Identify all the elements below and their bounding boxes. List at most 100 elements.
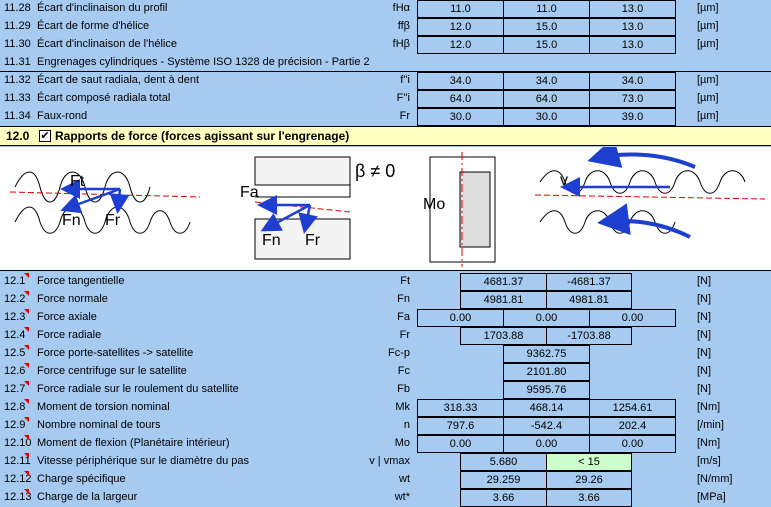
value-cell-mid[interactable]: 9595.76 bbox=[503, 381, 590, 399]
value-cell-2[interactable]: 468.14 bbox=[503, 399, 590, 417]
value-cell-b[interactable]: -4681.37 bbox=[546, 273, 632, 291]
row-unit: [N] bbox=[697, 311, 712, 323]
value-cell-3[interactable]: 34.0 bbox=[589, 72, 676, 90]
value-cell-a[interactable]: 29.259 bbox=[460, 471, 547, 489]
value-cell-mid[interactable]: 2101.80 bbox=[503, 363, 590, 381]
row-unit: [N] bbox=[697, 293, 712, 305]
row-number: 12.6 bbox=[4, 365, 26, 377]
value-cell-1[interactable]: 12.0 bbox=[417, 36, 504, 54]
value-cell-1[interactable]: 11.0 bbox=[417, 0, 504, 18]
row-number: 12.9 bbox=[4, 419, 26, 431]
value-cell-1[interactable]: 30.0 bbox=[417, 108, 504, 126]
label-beta: β ≠ 0 bbox=[355, 161, 395, 181]
row-description: Moment de torsion nominal bbox=[37, 401, 170, 413]
row-number: 12.7 bbox=[4, 383, 26, 395]
value-cell-2[interactable]: 64.0 bbox=[503, 90, 590, 108]
value-cell-2[interactable]: 15.0 bbox=[503, 36, 590, 54]
row-symbol: Fc bbox=[397, 365, 410, 377]
value-cell-2[interactable]: 34.0 bbox=[503, 72, 590, 90]
comment-marker bbox=[24, 417, 29, 422]
row-number: 12.3 bbox=[4, 311, 26, 323]
row-symbol: Fc-p bbox=[388, 347, 410, 359]
value-cell-1[interactable]: 34.0 bbox=[417, 72, 504, 90]
row-number: 11.28 bbox=[4, 2, 31, 14]
value-cell-3[interactable]: 73.0 bbox=[589, 90, 676, 108]
value-cell-1[interactable]: 0.00 bbox=[417, 309, 504, 327]
value-cell-1[interactable]: 12.0 bbox=[417, 18, 504, 36]
row-description: Force axiale bbox=[37, 311, 97, 323]
value-cell-mid[interactable]: 9362.75 bbox=[503, 345, 590, 363]
force-illustration: Ft Fn Fr Fa Fn Fr β ≠ 0 Mo bbox=[0, 137, 771, 271]
value-cell-1[interactable]: 64.0 bbox=[417, 90, 504, 108]
row-number: 11.32 bbox=[4, 74, 31, 86]
value-cell-3[interactable]: 13.0 bbox=[589, 0, 676, 18]
row-unit: [m/s] bbox=[697, 455, 721, 467]
comment-marker bbox=[24, 345, 29, 350]
value-cell-3[interactable]: 0.00 bbox=[589, 309, 676, 327]
row-unit: [Nm] bbox=[697, 437, 721, 449]
value-cell-a[interactable]: 1703.88 bbox=[460, 327, 547, 345]
row-description: Écart de forme d'hélice bbox=[37, 20, 150, 32]
value-cell-3[interactable]: 13.0 bbox=[589, 36, 676, 54]
value-cell-2[interactable]: 11.0 bbox=[503, 0, 590, 18]
comment-marker bbox=[24, 381, 29, 386]
value-cell-2[interactable]: 30.0 bbox=[503, 108, 590, 126]
middle-force-arrows bbox=[257, 195, 318, 234]
value-cell-1[interactable]: 318.33 bbox=[417, 399, 504, 417]
comment-marker bbox=[24, 399, 29, 404]
label-ft: Ft bbox=[70, 173, 85, 190]
row-description: Écart de saut radiala, dent à dent bbox=[37, 74, 200, 86]
value-cell-a[interactable]: 3.66 bbox=[460, 489, 547, 507]
value-cell-2[interactable]: 0.00 bbox=[503, 435, 590, 453]
row-symbol: Fr bbox=[399, 329, 410, 341]
value-cell-1[interactable]: 797.6 bbox=[417, 417, 504, 435]
row-description: Force porte-satellites -> satellite bbox=[37, 347, 194, 359]
label-fn-mid: Fn bbox=[262, 232, 281, 249]
section-12-header: 12.0 ✔ Rapports de force (forces agissan… bbox=[0, 126, 771, 146]
value-cell-b[interactable]: 29.26 bbox=[546, 471, 632, 489]
row-description: Engrenages cylindriques - Système ISO 13… bbox=[37, 56, 370, 68]
row-number: 11.34 bbox=[4, 110, 31, 122]
value-cell-2[interactable]: 15.0 bbox=[503, 18, 590, 36]
value-cell-b[interactable]: < 15 bbox=[546, 453, 632, 471]
comment-marker bbox=[24, 471, 29, 476]
value-cell-3[interactable]: 13.0 bbox=[589, 18, 676, 36]
value-cell-b[interactable]: 4981.81 bbox=[546, 291, 632, 309]
row-unit: [µm] bbox=[697, 2, 719, 14]
value-cell-a[interactable]: 4681.37 bbox=[460, 273, 547, 291]
value-cell-2[interactable]: 0.00 bbox=[503, 309, 590, 327]
value-cell-3[interactable]: 39.0 bbox=[589, 108, 676, 126]
row-symbol: v | vmax bbox=[369, 455, 410, 467]
value-cell-3[interactable]: 1254.61 bbox=[589, 399, 676, 417]
value-cell-1[interactable]: 0.00 bbox=[417, 435, 504, 453]
row-description: Force normale bbox=[37, 293, 108, 305]
value-cell-2[interactable]: -542.4 bbox=[503, 417, 590, 435]
row-number: 12.8 bbox=[4, 401, 26, 413]
row-unit: [µm] bbox=[697, 110, 719, 122]
value-cell-b[interactable]: 3.66 bbox=[546, 489, 632, 507]
section-checkbox[interactable]: ✔ bbox=[39, 130, 51, 142]
row-number: 11.30 bbox=[4, 38, 31, 50]
value-cell-3[interactable]: 0.00 bbox=[589, 435, 676, 453]
value-cell-3[interactable]: 202.4 bbox=[589, 417, 676, 435]
force-diagram-svg: Ft Fn Fr Fa Fn Fr β ≠ 0 Mo bbox=[9, 137, 766, 267]
value-cell-a[interactable]: 4981.81 bbox=[460, 291, 547, 309]
row-description: Écart d'inclinaison de l'hélice bbox=[37, 38, 177, 50]
row-number: 11.33 bbox=[4, 92, 31, 104]
row-unit: [µm] bbox=[697, 38, 719, 50]
value-cell-b[interactable]: -1703.88 bbox=[546, 327, 632, 345]
label-fr-mid: Fr bbox=[305, 232, 321, 249]
row-unit: [N] bbox=[697, 365, 712, 377]
row-symbol: Fr bbox=[399, 110, 410, 122]
row-symbol: F''i bbox=[396, 92, 410, 104]
row-number: 12.12 bbox=[4, 473, 32, 485]
comment-marker bbox=[24, 363, 29, 368]
value-cell-a[interactable]: 5.680 bbox=[460, 453, 547, 471]
